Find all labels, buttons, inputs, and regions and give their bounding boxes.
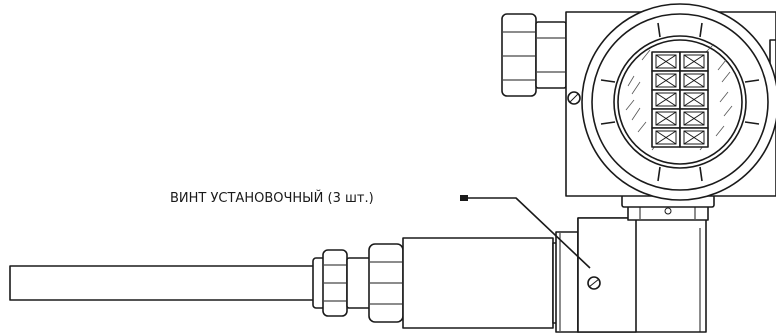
terminal-block [651, 51, 709, 148]
terminal-screw [655, 92, 677, 107]
terminal-screw [655, 73, 677, 88]
small-hex-nut [312, 249, 372, 317]
callout-label: ВИНТ УСТАНОВОЧНЫЙ (3 шт.) [170, 190, 374, 206]
ground-screw [567, 91, 581, 105]
terminal-screw [655, 130, 677, 145]
adapter-housing [577, 217, 707, 333]
cable-gland [501, 13, 567, 97]
large-hex-nut [368, 243, 404, 323]
callout-leader [460, 195, 591, 269]
terminal-cross [683, 130, 705, 145]
housing-neck [621, 194, 715, 221]
terminal-cross [655, 130, 677, 145]
terminal-cross [655, 92, 677, 107]
terminal-cross [683, 73, 705, 88]
sensor-body [402, 237, 560, 329]
terminal-screw [655, 111, 677, 126]
terminal-cross [683, 92, 705, 107]
terminal-screw [683, 130, 705, 145]
terminal-cross [655, 54, 677, 69]
terminal-screw [683, 92, 705, 107]
terminal-cross [655, 111, 677, 126]
terminal-cross [655, 73, 677, 88]
probe-rod [9, 265, 319, 301]
terminal-screw [683, 73, 705, 88]
terminal-screw [683, 111, 705, 126]
terminal-cross [683, 54, 705, 69]
terminal-screw [655, 54, 677, 69]
set-screw [587, 276, 601, 290]
terminal-cross [683, 111, 705, 126]
terminal-screw [683, 54, 705, 69]
